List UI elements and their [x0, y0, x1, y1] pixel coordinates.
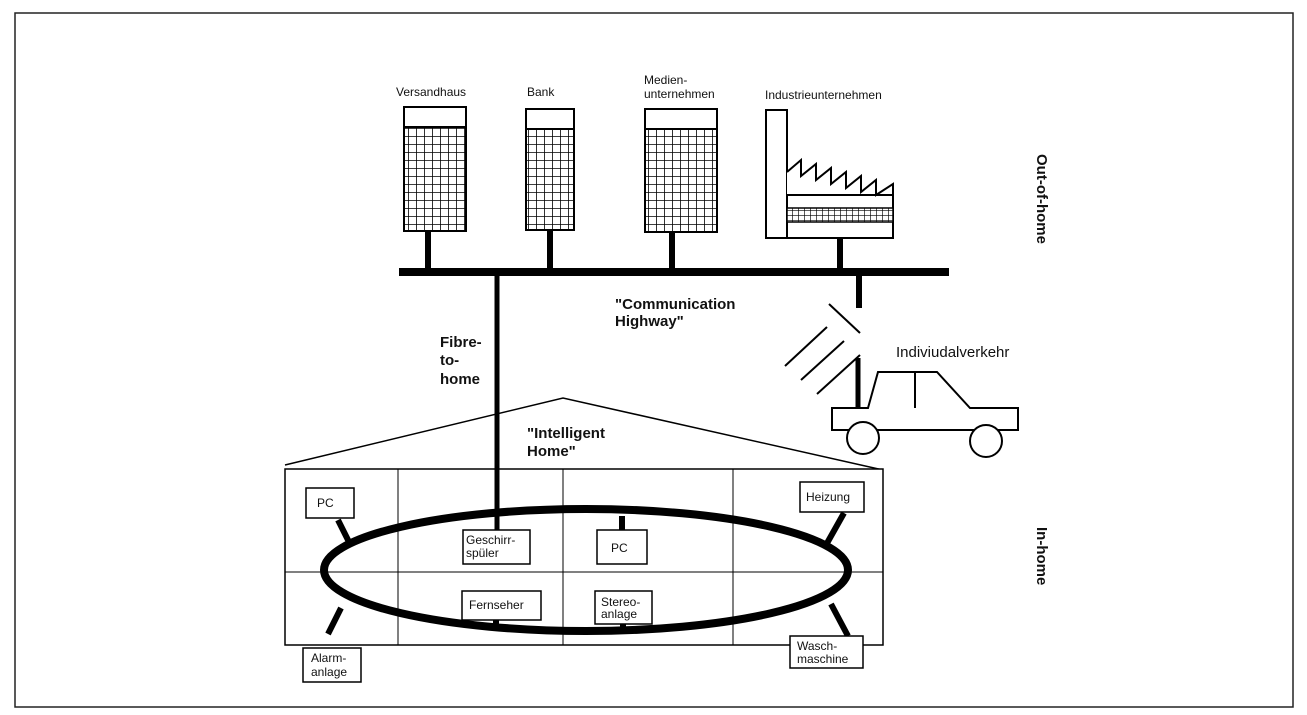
label-bank: Bank	[527, 85, 555, 99]
label-heizung: Heizung	[806, 490, 850, 504]
label-alarm-line2: anlage	[311, 665, 347, 679]
building-versandhaus	[404, 107, 466, 268]
label-individual-traffic: Indiviudalverkehr	[896, 344, 1009, 361]
car	[832, 358, 1018, 457]
label-highway-line2: Highway"	[615, 313, 684, 330]
wireless-link-lines	[785, 304, 860, 394]
label-stereo-line2: anlage	[601, 607, 637, 621]
label-versandhaus: Versandhaus	[396, 85, 466, 99]
building-bank	[526, 109, 574, 268]
label-pc-center: PC	[611, 541, 628, 555]
label-wasch-line2: maschine	[797, 652, 849, 666]
label-out-of-home: Out-of-home	[1033, 154, 1050, 244]
label-medien-line1: Medien-	[644, 73, 687, 87]
label-alarm-line1: Alarm-	[311, 651, 346, 665]
label-medien-line2: unternehmen	[644, 87, 715, 101]
label-geschirr-line1: Geschirr-	[466, 533, 515, 547]
label-pc-left: PC	[317, 496, 334, 510]
label-home-line2: Home"	[527, 443, 576, 460]
building-industrieunternehmen	[766, 110, 893, 268]
label-wasch-line1: Wasch-	[797, 639, 837, 653]
label-highway-line1: "Communication	[615, 296, 735, 313]
label-fibre-line2: to-	[440, 352, 459, 369]
label-fibre-line1: Fibre-	[440, 334, 482, 351]
label-industrieunternehmen: Industrieunternehmen	[765, 88, 882, 102]
building-medienunternehmen	[645, 109, 717, 268]
label-in-home: In-home	[1033, 527, 1050, 585]
label-home-line1: "Intelligent	[527, 425, 605, 442]
label-fibre-line3: home	[440, 371, 480, 388]
label-geschirr-line2: spüler	[466, 546, 499, 560]
label-fernseher: Fernseher	[469, 598, 524, 612]
